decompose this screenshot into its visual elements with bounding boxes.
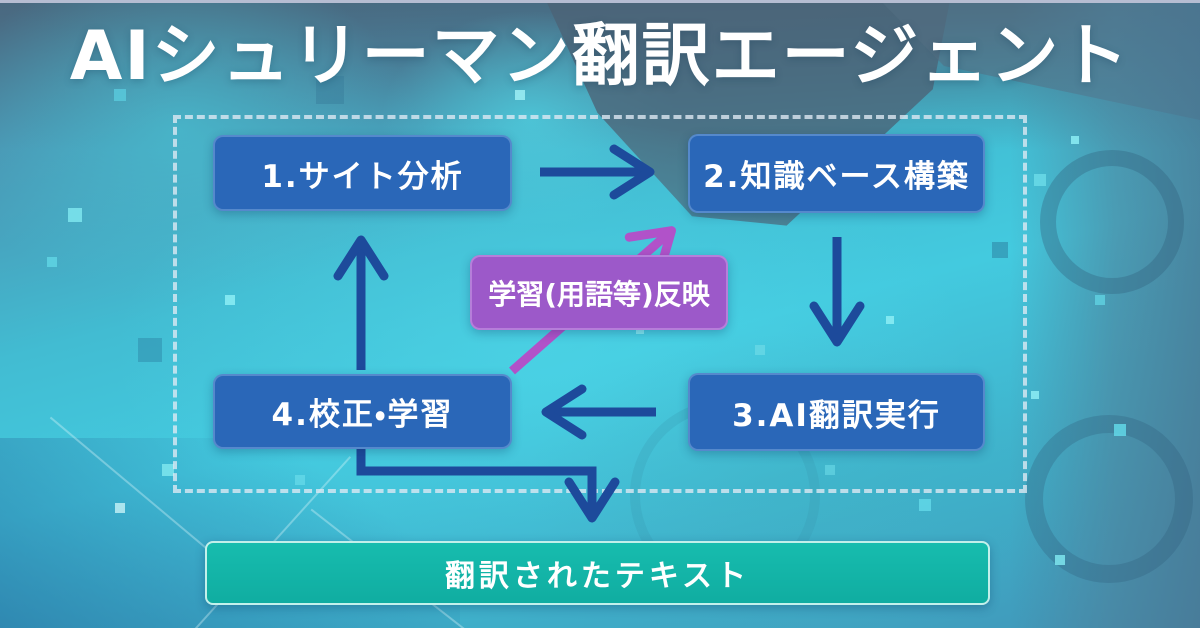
page-title: AIシュリーマン翻訳エージェント bbox=[69, 17, 1131, 96]
step-label: 3.AI翻訳実行 bbox=[732, 397, 941, 434]
output-label: 翻訳されたテキスト bbox=[444, 559, 751, 594]
step-label: 4.校正・学習 bbox=[271, 397, 454, 433]
step-box-knowledge-base: 2.知識ベース構築 bbox=[688, 134, 985, 213]
feedback-label-box: 学習(用語等)反映 bbox=[470, 255, 728, 330]
feedback-label: 学習(用語等)反映 bbox=[488, 277, 710, 311]
step-box-proofread-learn: 4.校正・学習 bbox=[213, 374, 512, 449]
step-box-ai-translation: 3.AI翻訳実行 bbox=[688, 373, 985, 451]
step-label: 1.サイト分析 bbox=[261, 158, 464, 195]
step-label: 2.知識ベース構築 bbox=[703, 159, 970, 195]
step-box-site-analysis: 1.サイト分析 bbox=[213, 135, 512, 211]
output-box: 翻訳されたテキスト bbox=[205, 541, 990, 605]
